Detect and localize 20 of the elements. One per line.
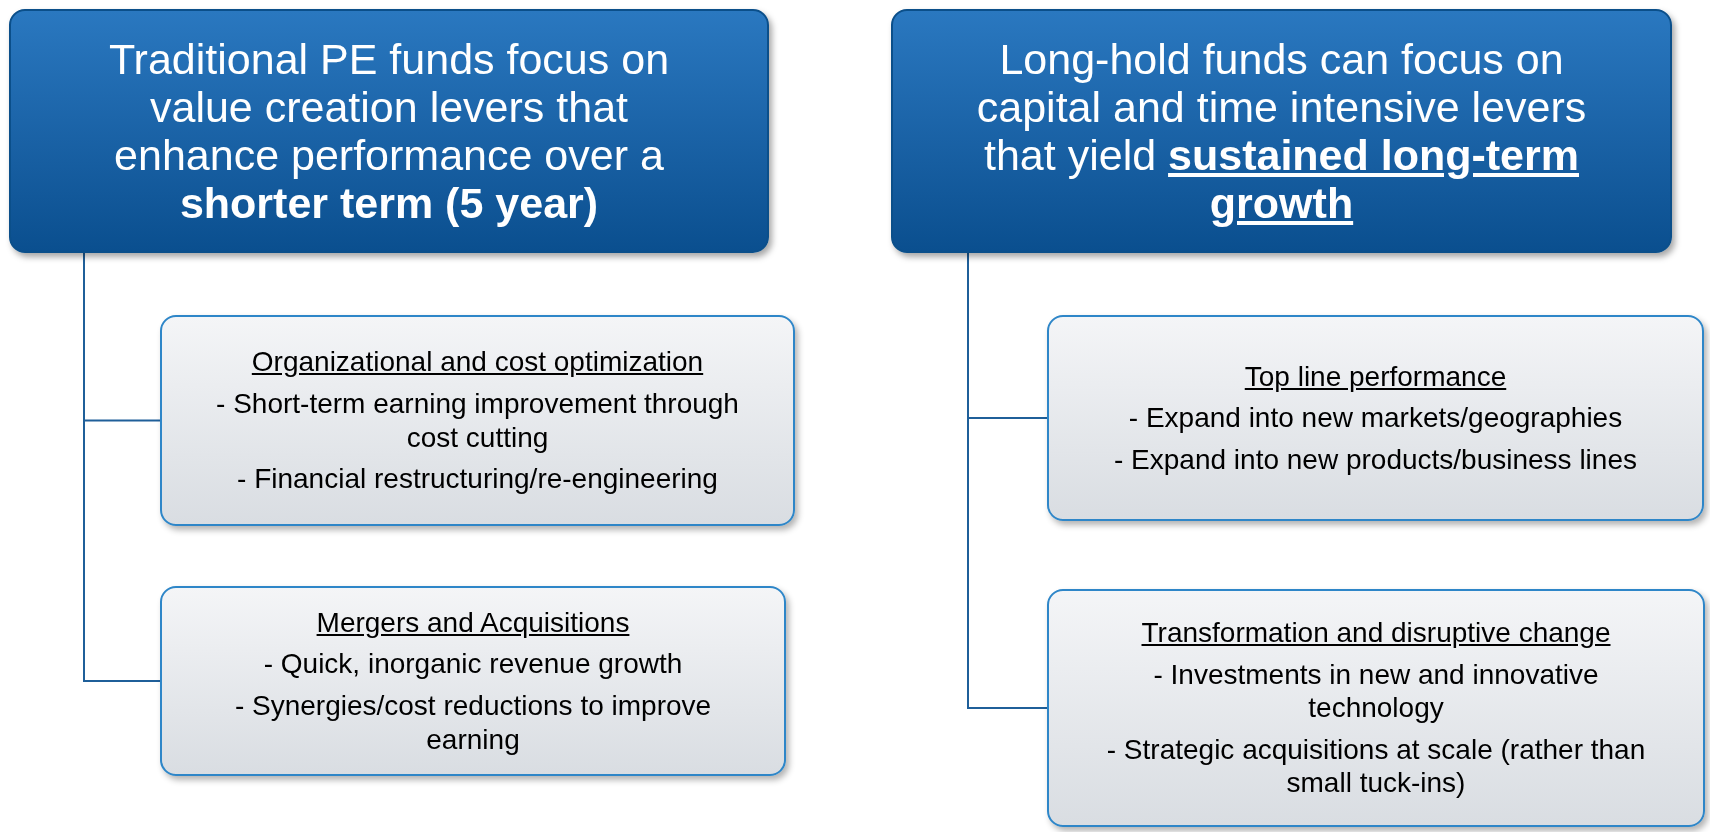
lever-heading: Organizational and cost optimization <box>251 345 704 379</box>
lever-bullet: - Expand into new markets/geographies <box>1128 401 1623 435</box>
header-text: Long-hold funds can focus on capital and time intensive levers that yield sustained long-term growth <box>975 34 1588 228</box>
lever-bullet: - Financial restructuring/re-engineering <box>237 462 718 496</box>
lever-bullet: - Strategic acquisitions at scale (rather than small tuck-ins) <box>1105 732 1647 800</box>
lever-box <box>1047 589 1705 827</box>
lever-bullet: - Investments in new and innovative technology <box>1152 657 1600 725</box>
lever-heading: Top line performance <box>1244 359 1507 394</box>
header-box <box>891 9 1672 253</box>
header-text: Traditional PE funds focus on value creation levers that enhance performance over a shorter term (5 year) <box>107 34 671 228</box>
lever-box <box>1047 315 1704 521</box>
lever-bullet: - Quick, inorganic revenue growth <box>263 647 683 681</box>
header-box <box>9 9 769 253</box>
lever-bullet: - Synergies/cost reductions to improve earning <box>233 689 713 757</box>
lever-box <box>160 586 786 776</box>
lever-bullet: - Expand into new products/business lines <box>1114 442 1637 477</box>
lever-heading: Mergers and Acquisitions <box>316 605 630 640</box>
lever-heading: Transformation and disruptive change <box>1141 616 1611 650</box>
lever-bullet: - Short-term earning improvement through cost cutting <box>215 386 740 455</box>
lever-box <box>160 315 795 526</box>
